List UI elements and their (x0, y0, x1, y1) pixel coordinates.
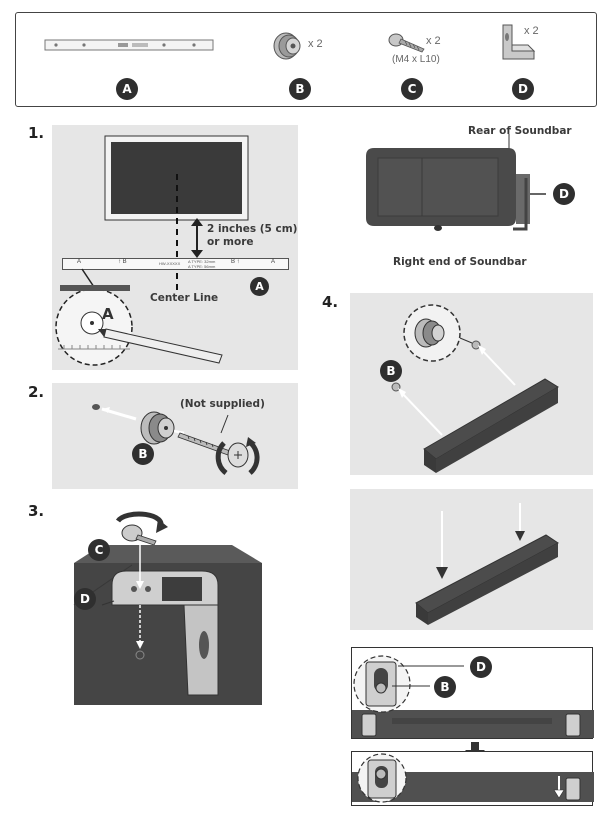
step-1-callout-a: A (250, 277, 269, 296)
holder-screw-mount-illustration (391, 304, 559, 473)
step-4-detail-b: B (434, 676, 456, 698)
soundbar-hang-illustration (415, 503, 559, 625)
template-spec-1: A TYPE: 32mm (188, 259, 216, 264)
part-d-badge: D (512, 78, 534, 100)
step-4-panel-top: B (350, 293, 593, 475)
bracket-detail-illustration (352, 655, 594, 738)
part-b-qty: x 2 (308, 38, 323, 50)
wall-mount-template-icon (44, 39, 214, 51)
template-model-text: HW-XXXXX (159, 261, 181, 266)
step-1-panel: 2 inches (5 cm) or more A ↑ B HW-XXXXX A… (52, 125, 298, 370)
template-right-mark: A (271, 259, 276, 265)
part-a-badge: A (116, 78, 138, 100)
distance-label-1: 2 inches (5 cm) (207, 223, 298, 235)
magnifier-pencil-illustration (55, 268, 223, 366)
parts-list-box: A x 2 B x 2 (M4 x L10) C x 2 D (15, 12, 597, 107)
step-2-panel: (Not supplied) B (52, 383, 298, 489)
holder-screw-install-illustration (92, 404, 260, 475)
step-1-number: 1. (28, 124, 45, 142)
bracket-screw-icon (388, 33, 425, 53)
wall-bracket-icon (502, 24, 536, 60)
center-line-mark (176, 174, 178, 294)
part-c-qty: x 2 (426, 35, 441, 47)
part-c-spec: (M4 x L10) (392, 54, 440, 65)
right-end-of-soundbar-label: Right end of Soundbar (393, 256, 527, 268)
part-c-badge: C (401, 78, 423, 100)
not-supplied-label: (Not supplied) (180, 398, 265, 410)
step-4-callout-b: B (380, 360, 402, 382)
distance-arrow-icon (191, 218, 203, 258)
distance-label-2: or more (207, 236, 254, 248)
center-line-label: Center Line (150, 292, 219, 304)
step-4-detail-d: D (470, 656, 492, 678)
part-d-qty: x 2 (524, 25, 539, 37)
bracket-hooked-illustration (352, 753, 594, 803)
step-2-number: 2. (28, 383, 45, 401)
template-left-mark: A (77, 259, 82, 265)
template-spec-2: A TYPE: 56mm (188, 264, 216, 269)
template-mid-right-mark: B ↑ (231, 259, 240, 265)
template-mid-left-mark: ↑ B (118, 259, 127, 265)
soundbar-rear-illustration (366, 134, 546, 231)
step-3-bracket-illustration (73, 511, 262, 705)
step-4-panel-middle (350, 489, 593, 630)
step-4-number: 4. (322, 293, 339, 311)
part-b-badge: B (289, 78, 311, 100)
step-3-callout-c: C (88, 539, 110, 561)
step-2-callout-b: B (132, 443, 154, 465)
step-4-detail-top: D B (351, 647, 594, 739)
magnifier-letter: A (102, 305, 114, 323)
rear-callout-d: D (553, 183, 575, 205)
wall-mount-template: A ↑ B HW-XXXXX A TYPE: 32mm A TYPE: 56mm… (62, 258, 289, 270)
rear-of-soundbar-label: Rear of Soundbar (468, 125, 572, 137)
holder-screw-icon (273, 32, 301, 60)
step-3-number: 3. (28, 502, 45, 520)
step-3-callout-d: D (74, 588, 96, 610)
step-4-detail-bottom (351, 751, 594, 806)
